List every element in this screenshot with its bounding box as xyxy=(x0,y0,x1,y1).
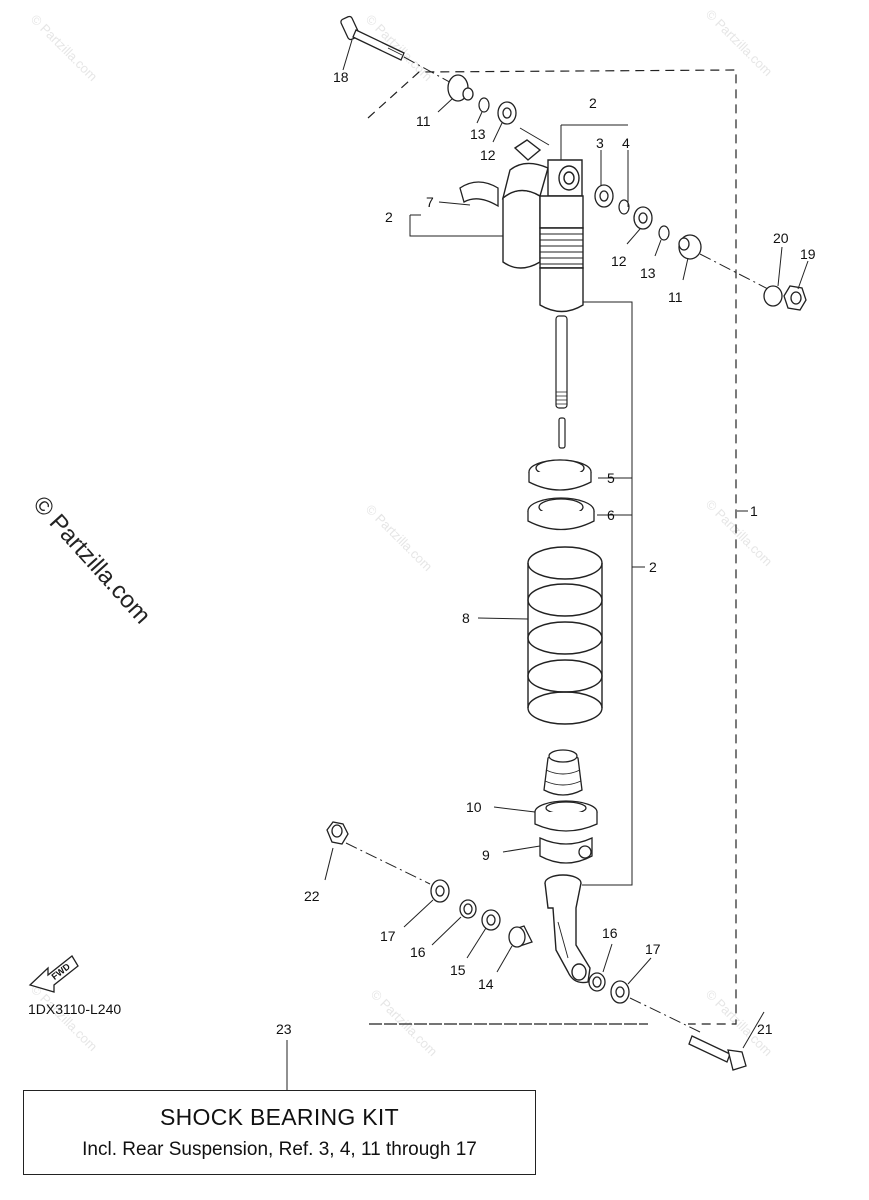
spring-guide xyxy=(534,800,598,832)
watermark: © Partzilla.com xyxy=(28,12,101,85)
callout-7: 7 xyxy=(426,194,434,210)
nut-22 xyxy=(326,821,349,845)
coil-spring xyxy=(527,546,603,725)
callout-15: 15 xyxy=(450,962,466,978)
callout-2: 2 xyxy=(649,559,657,575)
callout-8: 8 xyxy=(462,610,470,626)
bearing-14 xyxy=(508,925,533,948)
callout-6: 6 xyxy=(607,507,615,523)
diagram-code: 1DX3110-L240 xyxy=(28,1001,121,1017)
callout-19: 19 xyxy=(800,246,816,262)
collar-17-right xyxy=(610,980,630,1004)
callout-labels: 18 11 13 12 2 3 4 7 2 12 13 11 20 19 5 6… xyxy=(276,69,816,1037)
seal-15 xyxy=(481,909,501,931)
watermark: © Partzilla.com xyxy=(703,497,776,570)
upper-bolt xyxy=(340,15,405,61)
callout-21: 21 xyxy=(757,1021,773,1037)
kit-info-box: SHOCK BEARING KIT Incl. Rear Suspension,… xyxy=(23,1090,536,1175)
watermark: © Partzilla.com xyxy=(363,12,436,85)
callout-17: 17 xyxy=(645,941,661,957)
callout-3: 3 xyxy=(596,135,604,151)
lower-axis-right xyxy=(629,997,701,1033)
callout-4: 4 xyxy=(622,135,630,151)
fwd-arrow-icon: FWD xyxy=(28,955,79,993)
reservoir-clip xyxy=(459,181,499,208)
callout-23: 23 xyxy=(276,1021,292,1037)
callout-16: 16 xyxy=(410,944,426,960)
reservoir-body xyxy=(501,139,549,269)
callout-11: 11 xyxy=(668,289,683,305)
upper-right-axis xyxy=(699,253,771,291)
callout-2: 2 xyxy=(589,95,597,111)
callout-1: 1 xyxy=(750,503,758,519)
shock-rod xyxy=(555,315,568,449)
callout-13: 13 xyxy=(470,126,486,142)
leader-lines xyxy=(286,39,809,1090)
callout-17: 17 xyxy=(380,928,396,944)
oring-right-b xyxy=(658,225,670,241)
kit-title: SHOCK BEARING KIT xyxy=(160,1104,399,1130)
collar-right xyxy=(678,234,702,260)
upper-axis-line xyxy=(403,56,456,86)
callout-13: 13 xyxy=(640,265,656,281)
oring-16-left xyxy=(459,899,477,919)
bearing-right xyxy=(633,206,653,230)
callout-22: 22 xyxy=(304,888,320,904)
callout-14: 14 xyxy=(478,976,494,992)
bump-stop xyxy=(543,749,583,796)
upper-collar-left xyxy=(447,74,474,102)
callout-16: 16 xyxy=(602,925,618,941)
watermark: © Partzilla.com xyxy=(703,7,776,80)
bearing-left xyxy=(497,101,517,125)
callout-18: 18 xyxy=(333,69,349,85)
shock-body xyxy=(539,159,584,313)
oring-right-a xyxy=(618,199,630,215)
watermark-large: © Partzilla.com xyxy=(28,491,156,629)
callout-10: 10 xyxy=(466,799,482,815)
adjuster-nut xyxy=(528,459,592,491)
nut-19 xyxy=(783,285,807,311)
oring-left xyxy=(478,97,490,113)
watermark: © Partzilla.com xyxy=(363,502,436,575)
lower-axis-left xyxy=(345,842,431,885)
lower-clevis xyxy=(544,874,591,984)
washer-20 xyxy=(763,285,783,307)
watermark-grid: © Partzilla.com © Partzilla.com © Partzi… xyxy=(28,7,776,1060)
callout-12: 12 xyxy=(611,253,627,269)
assembly-boundary xyxy=(367,69,737,1025)
oring-16-right xyxy=(588,972,606,992)
lock-nut xyxy=(527,497,595,531)
watermark: © Partzilla.com xyxy=(368,987,441,1060)
callout-9: 9 xyxy=(482,847,490,863)
spring-seat xyxy=(539,836,593,864)
upper-collar-right xyxy=(594,184,614,208)
collar-17-left xyxy=(430,879,450,903)
lower-bolt xyxy=(688,1035,747,1071)
watermark: © Partzilla.com xyxy=(28,982,101,1055)
kit-subtitle: Incl. Rear Suspension, Ref. 3, 4, 11 thr… xyxy=(82,1139,477,1160)
callout-5: 5 xyxy=(607,470,615,486)
callout-2: 2 xyxy=(385,209,393,225)
callout-20: 20 xyxy=(773,230,789,246)
callout-12: 12 xyxy=(480,147,496,163)
callout-11: 11 xyxy=(416,113,431,129)
